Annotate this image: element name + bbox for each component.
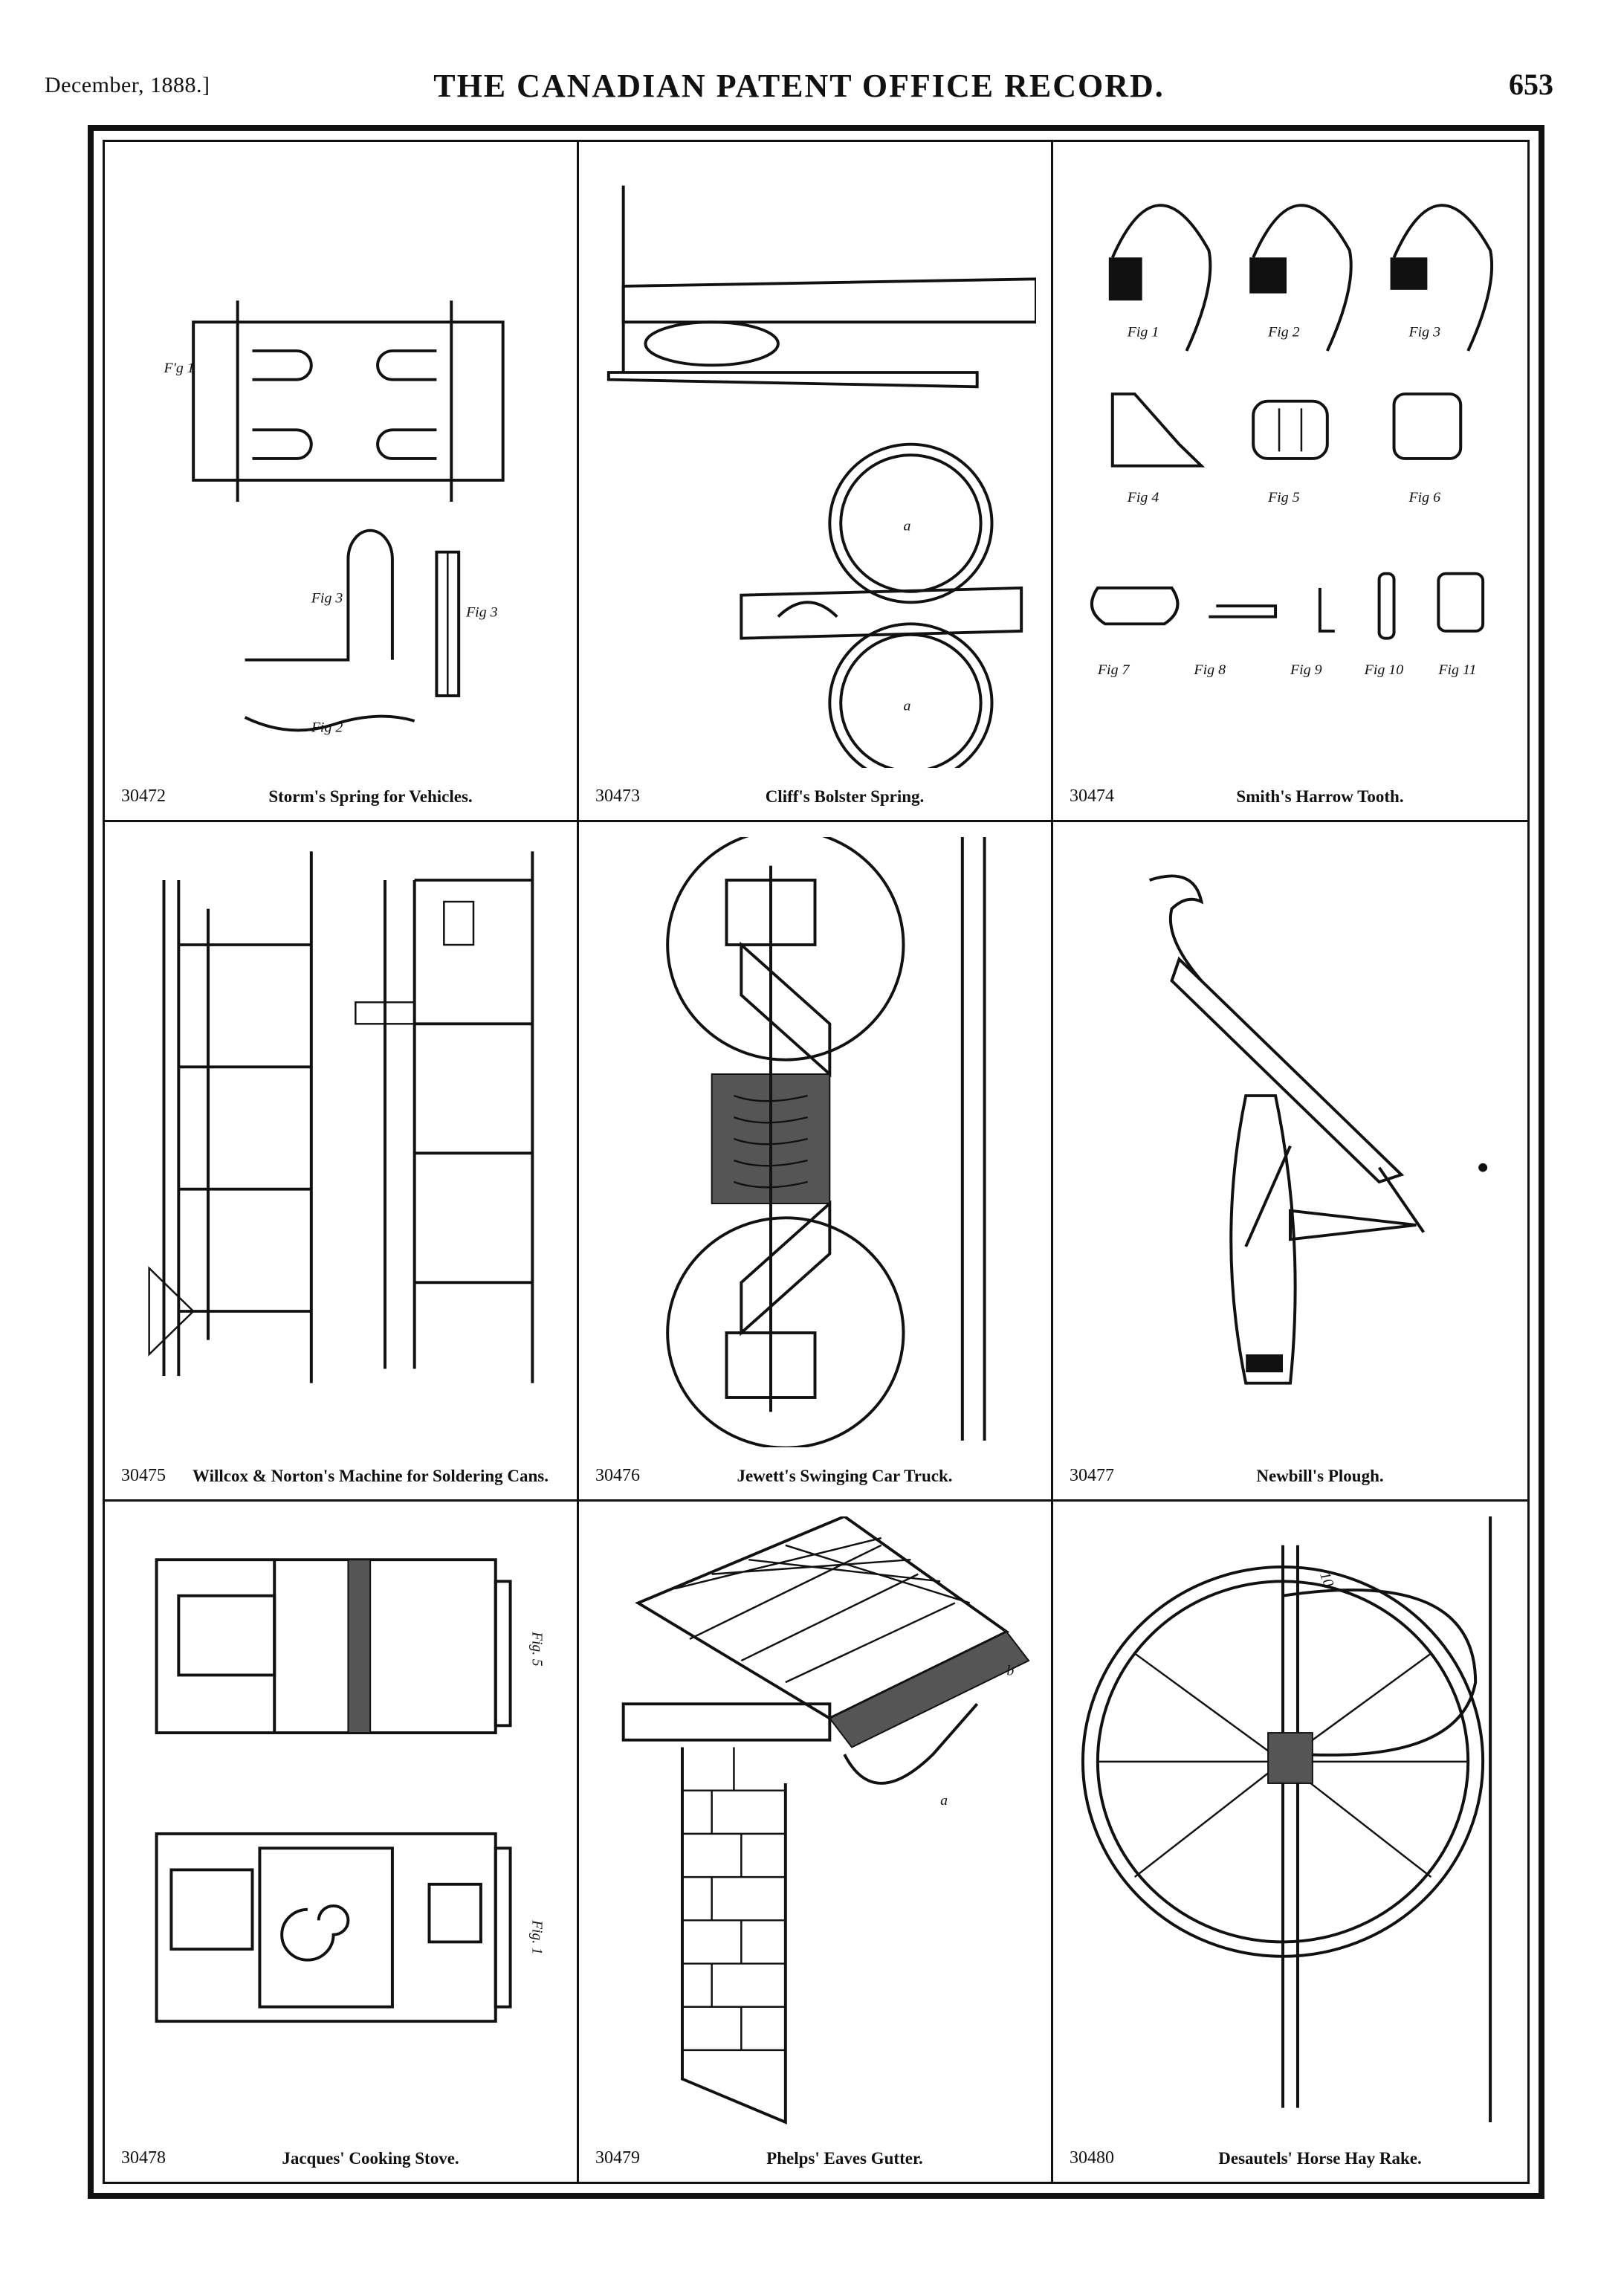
figure-cell-30475: 30475 Willcox & Norton's Machine for Sol… bbox=[105, 821, 579, 1502]
figure-caption: 30477 Newbill's Plough. bbox=[1070, 1455, 1511, 1490]
figure-cell-30479: b a 30479 Phelps' Eaves Gutter. bbox=[579, 1502, 1053, 2182]
svg-text:Fig 3: Fig 3 bbox=[311, 591, 343, 607]
plate-frame: F'g 1 Fig 3 Fig 3 Fig 2 30472 Storm's Sp… bbox=[88, 125, 1544, 2199]
figure-cell-30476: 30476 Jewett's Swinging Car Truck. bbox=[579, 821, 1053, 1502]
figure-cell-30474: Fig 1 Fig 2 Fig 3 Fig 4 Fig 5 Fig 6 bbox=[1053, 142, 1527, 822]
drawing-eaves-gutter: b a bbox=[594, 1515, 1036, 2130]
drawing-plough bbox=[1068, 837, 1513, 1448]
patent-number: 30477 bbox=[1070, 1466, 1114, 1486]
drawing-soldering-machine bbox=[120, 837, 562, 1448]
drawing-bolster-spring: a a bbox=[594, 157, 1038, 783]
patent-number: 30476 bbox=[595, 1466, 640, 1486]
harrow-fig9-label: Fig 9 bbox=[1290, 662, 1322, 678]
label-a-top: a bbox=[904, 519, 911, 534]
stove-fig5-label: Fig. 5 bbox=[528, 1632, 544, 1667]
harrow-fig1-label: Fig 1 bbox=[1127, 325, 1159, 340]
figure-caption: 30472 Storm's Spring for Vehicles. bbox=[121, 775, 560, 811]
gutter-label-a: a bbox=[940, 1794, 948, 1809]
patent-title: Willcox & Norton's Machine for Soldering… bbox=[193, 1467, 549, 1486]
header-title: THE CANADIAN PATENT OFFICE RECORD. bbox=[433, 68, 1165, 104]
figure-grid: F'g 1 Fig 3 Fig 3 Fig 2 30472 Storm's Sp… bbox=[105, 142, 1527, 2182]
figure-caption: 30476 Jewett's Swinging Car Truck. bbox=[595, 1455, 1035, 1490]
harrow-fig5-label: Fig 5 bbox=[1267, 490, 1300, 505]
patent-title: Cliff's Bolster Spring. bbox=[765, 786, 925, 806]
gutter-label-b: b bbox=[1006, 1664, 1014, 1679]
harrow-fig11-label: Fig 11 bbox=[1437, 662, 1476, 678]
patent-number: 30474 bbox=[1070, 786, 1114, 806]
patent-title: Newbill's Plough. bbox=[1256, 1467, 1384, 1486]
figure-caption: 30480 Desautels' Horse Hay Rake. bbox=[1070, 2137, 1511, 2173]
drawing-harrow-tooth: Fig 1 Fig 2 Fig 3 Fig 4 Fig 5 Fig 6 bbox=[1068, 157, 1513, 768]
patent-number: 30473 bbox=[595, 786, 640, 806]
patent-number: 30480 bbox=[1070, 2148, 1114, 2168]
svg-text:Fig 2: Fig 2 bbox=[311, 720, 343, 736]
drawing-hay-rake: 10 bbox=[1068, 1516, 1513, 2130]
harrow-fig6-label: Fig 6 bbox=[1408, 490, 1440, 505]
figure-cell-30480: 10 30480 Desautels' Horse Hay Rake. bbox=[1053, 1502, 1527, 2182]
harrow-fig8-label: Fig 8 bbox=[1193, 662, 1226, 678]
drawing-spring-vehicles: F'g 1 Fig 3 Fig 3 Fig 2 bbox=[120, 157, 562, 768]
patent-title: Jewett's Swinging Car Truck. bbox=[737, 1467, 953, 1486]
svg-text:Fig 3: Fig 3 bbox=[465, 605, 498, 621]
patent-number: 30475 bbox=[121, 1466, 166, 1486]
patent-number: 30472 bbox=[121, 786, 166, 806]
figure-cell-30477: 30477 Newbill's Plough. bbox=[1053, 822, 1527, 1502]
plate-inner-frame: F'g 1 Fig 3 Fig 3 Fig 2 30472 Storm's Sp… bbox=[103, 140, 1530, 2184]
patent-number: 30478 bbox=[121, 2148, 166, 2168]
figure-caption: 30475 Willcox & Norton's Machine for Sol… bbox=[121, 1455, 560, 1490]
harrow-fig3-label: Fig 3 bbox=[1408, 325, 1440, 340]
figure-caption: 30478 Jacques' Cooking Stove. bbox=[121, 2137, 560, 2173]
svg-text:F'g 1: F'g 1 bbox=[163, 361, 194, 376]
patent-number: 30479 bbox=[595, 2148, 640, 2168]
drawing-cooking-stove: Fig. 5 Fig. 1 bbox=[120, 1516, 562, 2130]
patent-title: Desautels' Horse Hay Rake. bbox=[1218, 2149, 1422, 2168]
header-date: December, 1888.] bbox=[45, 73, 210, 97]
figure-caption: 30479 Phelps' Eaves Gutter. bbox=[595, 2137, 1035, 2173]
figure-cell-30478: Fig. 5 Fig. 1 30478 Jacques' Cooking Sto… bbox=[105, 1502, 579, 2182]
stove-fig1-label: Fig. 1 bbox=[528, 1920, 544, 1955]
harrow-fig4-label: Fig 4 bbox=[1127, 490, 1159, 505]
harrow-fig10-label: Fig 10 bbox=[1364, 662, 1404, 678]
figure-caption: 30473 Cliff's Bolster Spring. bbox=[595, 775, 1035, 811]
page-header: December, 1888.] THE CANADIAN PATENT OFF… bbox=[45, 67, 1553, 112]
patent-title: Phelps' Eaves Gutter. bbox=[766, 2149, 923, 2168]
patent-title: Storm's Spring for Vehicles. bbox=[268, 786, 473, 806]
label-a-bottom: a bbox=[904, 699, 911, 714]
patent-title: Smith's Harrow Tooth. bbox=[1236, 786, 1404, 806]
figure-cell-30472: F'g 1 Fig 3 Fig 3 Fig 2 30472 Storm's Sp… bbox=[105, 142, 579, 822]
header-page-number: 653 bbox=[1509, 68, 1553, 101]
harrow-fig7-label: Fig 7 bbox=[1097, 662, 1130, 678]
figure-cell-30473: a a 30473 Cliff's Bolster Spring. bbox=[579, 142, 1053, 822]
drawing-car-truck bbox=[594, 828, 1036, 1450]
harrow-fig2-label: Fig 2 bbox=[1267, 325, 1300, 340]
figure-caption: 30474 Smith's Harrow Tooth. bbox=[1070, 775, 1511, 811]
patent-title: Jacques' Cooking Stove. bbox=[282, 2149, 459, 2168]
